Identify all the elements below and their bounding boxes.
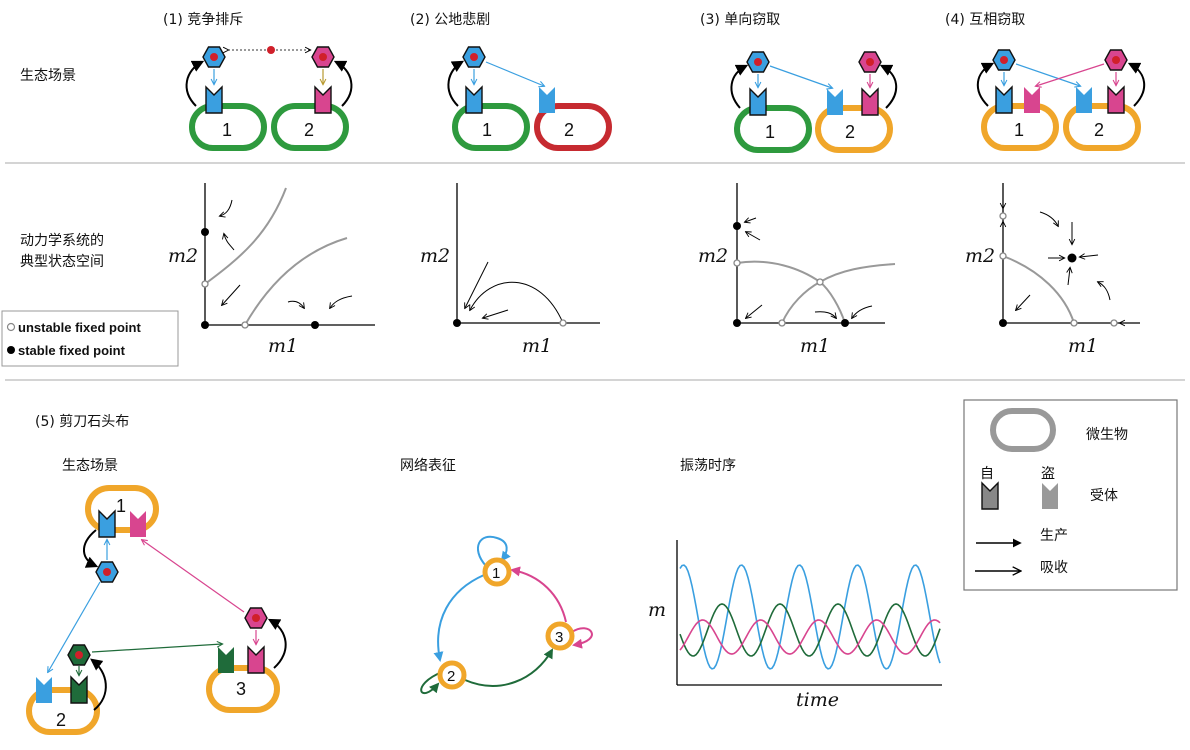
microbe-2-label: 2 <box>304 120 314 140</box>
node-2-label: 2 <box>447 668 455 685</box>
rps-oscillation-label: 振荡时序 <box>680 458 736 474</box>
legend-produce: 生产 <box>1040 528 1068 544</box>
microbe-1-label: 1 <box>1014 120 1024 140</box>
panel-title-2: (2) 公地悲剧 <box>410 11 490 28</box>
microbe-2-label: 2 <box>845 122 855 142</box>
microbe-3-label: 3 <box>236 679 246 699</box>
microbe-1 <box>189 103 267 151</box>
row-label-scenario: 生态场景 <box>20 68 76 84</box>
panel-title-4: (4) 互相窃取 <box>945 12 1025 28</box>
siderophore-pink-icon <box>311 46 335 68</box>
fixed-point-legend: unstable fixed point stable fixed point <box>1 310 179 367</box>
siderophore-blue-icon <box>202 46 226 68</box>
scenario-one-way-stealing: 1 2 <box>730 51 897 153</box>
x-axis-label: m1 <box>800 335 830 357</box>
x-axis-label: m1 <box>268 335 298 357</box>
x-axis-label: m1 <box>522 335 552 357</box>
panel-title-1: (1) 竞争排斥 <box>163 11 243 28</box>
legend-self: 自 <box>980 466 994 482</box>
node-3-label: 3 <box>555 629 563 646</box>
phase-plot-3: m2 m1 <box>698 183 896 357</box>
rps-network: 1 2 3 <box>420 535 593 695</box>
legend-microbe: 微生物 <box>1086 427 1128 443</box>
row-label-state-space-2: 典型状态空间 <box>20 254 104 270</box>
rps-network-label: 网络表征 <box>400 458 456 474</box>
scenario-competitive-exclusion: 1 2 <box>185 46 353 151</box>
phase-plot-2: m2 m1 <box>420 183 600 357</box>
receptor-self-blue <box>205 86 223 114</box>
series-blue <box>679 564 941 670</box>
microbe-2-label: 2 <box>56 710 66 730</box>
scenario-tragedy-commons: 1 2 <box>447 46 612 151</box>
microbe-1-label: 1 <box>765 122 775 142</box>
series-green <box>679 603 941 657</box>
scenario-mutual-stealing: 1 2 <box>977 49 1145 151</box>
microbe-2-label: 2 <box>564 120 574 140</box>
oscillation-plot: m time <box>648 540 942 711</box>
legend: 微生物 自 盗 受体 生产 吸收 <box>963 399 1178 591</box>
stable-label: stable fixed point <box>18 343 126 358</box>
unstable-point-icon <box>6 322 16 332</box>
receptor-self-pink <box>314 86 332 114</box>
microbe-1-label: 1 <box>116 496 126 516</box>
microbe-2-label: 2 <box>1094 120 1104 140</box>
time-axis-label: time <box>796 689 839 711</box>
panel-title-3: (3) 单向窃取 <box>700 12 780 28</box>
microbe-1-label: 1 <box>222 120 232 140</box>
phase-plot-1: m2 m1 <box>168 183 375 357</box>
unstable-label: unstable fixed point <box>18 320 141 335</box>
x-axis-label: m1 <box>1068 335 1098 357</box>
siderophore-blue-icon <box>462 46 486 68</box>
y-axis-label: m2 <box>698 245 728 267</box>
rps-title: (5) 剪刀石头布 <box>35 414 129 430</box>
iron-icon <box>267 46 275 54</box>
y-axis-label: m2 <box>168 245 198 267</box>
receptor-steal-blue <box>539 87 555 113</box>
microbe-legend-icon <box>990 408 1056 452</box>
legend-steal: 盗 <box>1041 466 1055 482</box>
legend-absorb: 吸收 <box>1040 560 1068 576</box>
legend-receptor: 受体 <box>1090 488 1118 504</box>
rps-scenario-label: 生态场景 <box>62 458 118 474</box>
microbe-1-label: 1 <box>482 120 492 140</box>
node-1-label: 1 <box>492 565 500 582</box>
phase-plot-4: m2 m1 <box>965 183 1140 357</box>
series-pink <box>679 619 941 655</box>
row-label-state-space-1: 动力学系统的 <box>20 233 104 249</box>
y-axis-label: m2 <box>420 245 450 267</box>
y-axis-label: m2 <box>965 245 995 267</box>
m-axis-label: m <box>648 599 666 621</box>
stable-point-icon <box>7 346 15 354</box>
microbe-2 <box>271 103 349 151</box>
rps-scenario: 1 2 3 <box>26 485 287 735</box>
